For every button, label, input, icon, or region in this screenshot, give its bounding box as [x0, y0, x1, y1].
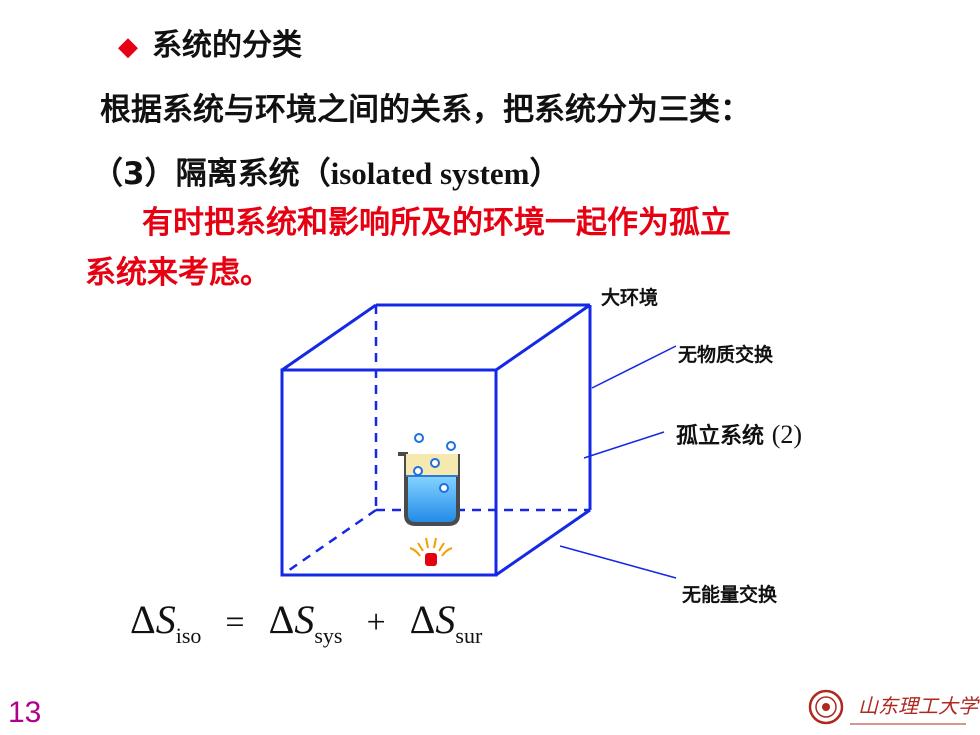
entropy-symbol: S	[294, 597, 315, 642]
intro-text: 根据系统与环境之间的关系，把系统分为三类：	[100, 92, 751, 128]
subscript-sur: sur	[455, 623, 483, 648]
note-line-2: 系统来考虑。	[85, 255, 271, 291]
delta-symbol: Δ	[130, 597, 156, 642]
leader-lines	[559, 345, 677, 579]
cube-edges	[280, 303, 592, 577]
subtitle-prefix: （3）隔离系统（	[92, 156, 331, 192]
isolated-system-number: (2)	[771, 420, 803, 449]
page-number: 13	[8, 696, 42, 729]
plus-sign: +	[366, 604, 386, 641]
isolated-system-label: 孤立系统 (2)	[676, 418, 802, 450]
equals-sign: =	[225, 604, 245, 641]
cube-hidden-edges	[281, 305, 590, 577]
subtitle-suffix: ）	[529, 156, 561, 192]
subscript-iso: iso	[175, 623, 202, 648]
diamond-bullet-icon: ◆	[118, 32, 138, 62]
no-matter-exchange-label: 无物质交换	[678, 344, 774, 366]
delta-symbol: Δ	[409, 597, 436, 642]
entropy-symbol: S	[435, 597, 456, 642]
beaker-icon	[398, 433, 460, 526]
surroundings-label: 大环境	[601, 287, 659, 309]
subtitle-english: isolated system	[330, 156, 530, 191]
entropy-formula: ΔSiso = ΔSsys + ΔSsur	[130, 596, 482, 649]
flame-icon	[409, 537, 453, 566]
entropy-symbol: S	[155, 597, 176, 642]
university-logo-text: 山东理工大学	[858, 694, 978, 718]
note-line-1: 有时把系统和影响所及的环境一起作为孤立	[142, 205, 731, 241]
section-heading-text: 系统的分类	[152, 28, 302, 63]
university-seal-icon	[808, 689, 966, 725]
no-energy-exchange-label: 无能量交换	[682, 584, 778, 606]
subscript-sys: sys	[314, 623, 343, 648]
isolated-system-text: 孤立系统	[676, 423, 765, 449]
section-heading: ◆ 系统的分类	[118, 20, 302, 64]
subtitle: （3）隔离系统（isolated system）	[92, 148, 560, 193]
delta-symbol: Δ	[268, 597, 295, 642]
